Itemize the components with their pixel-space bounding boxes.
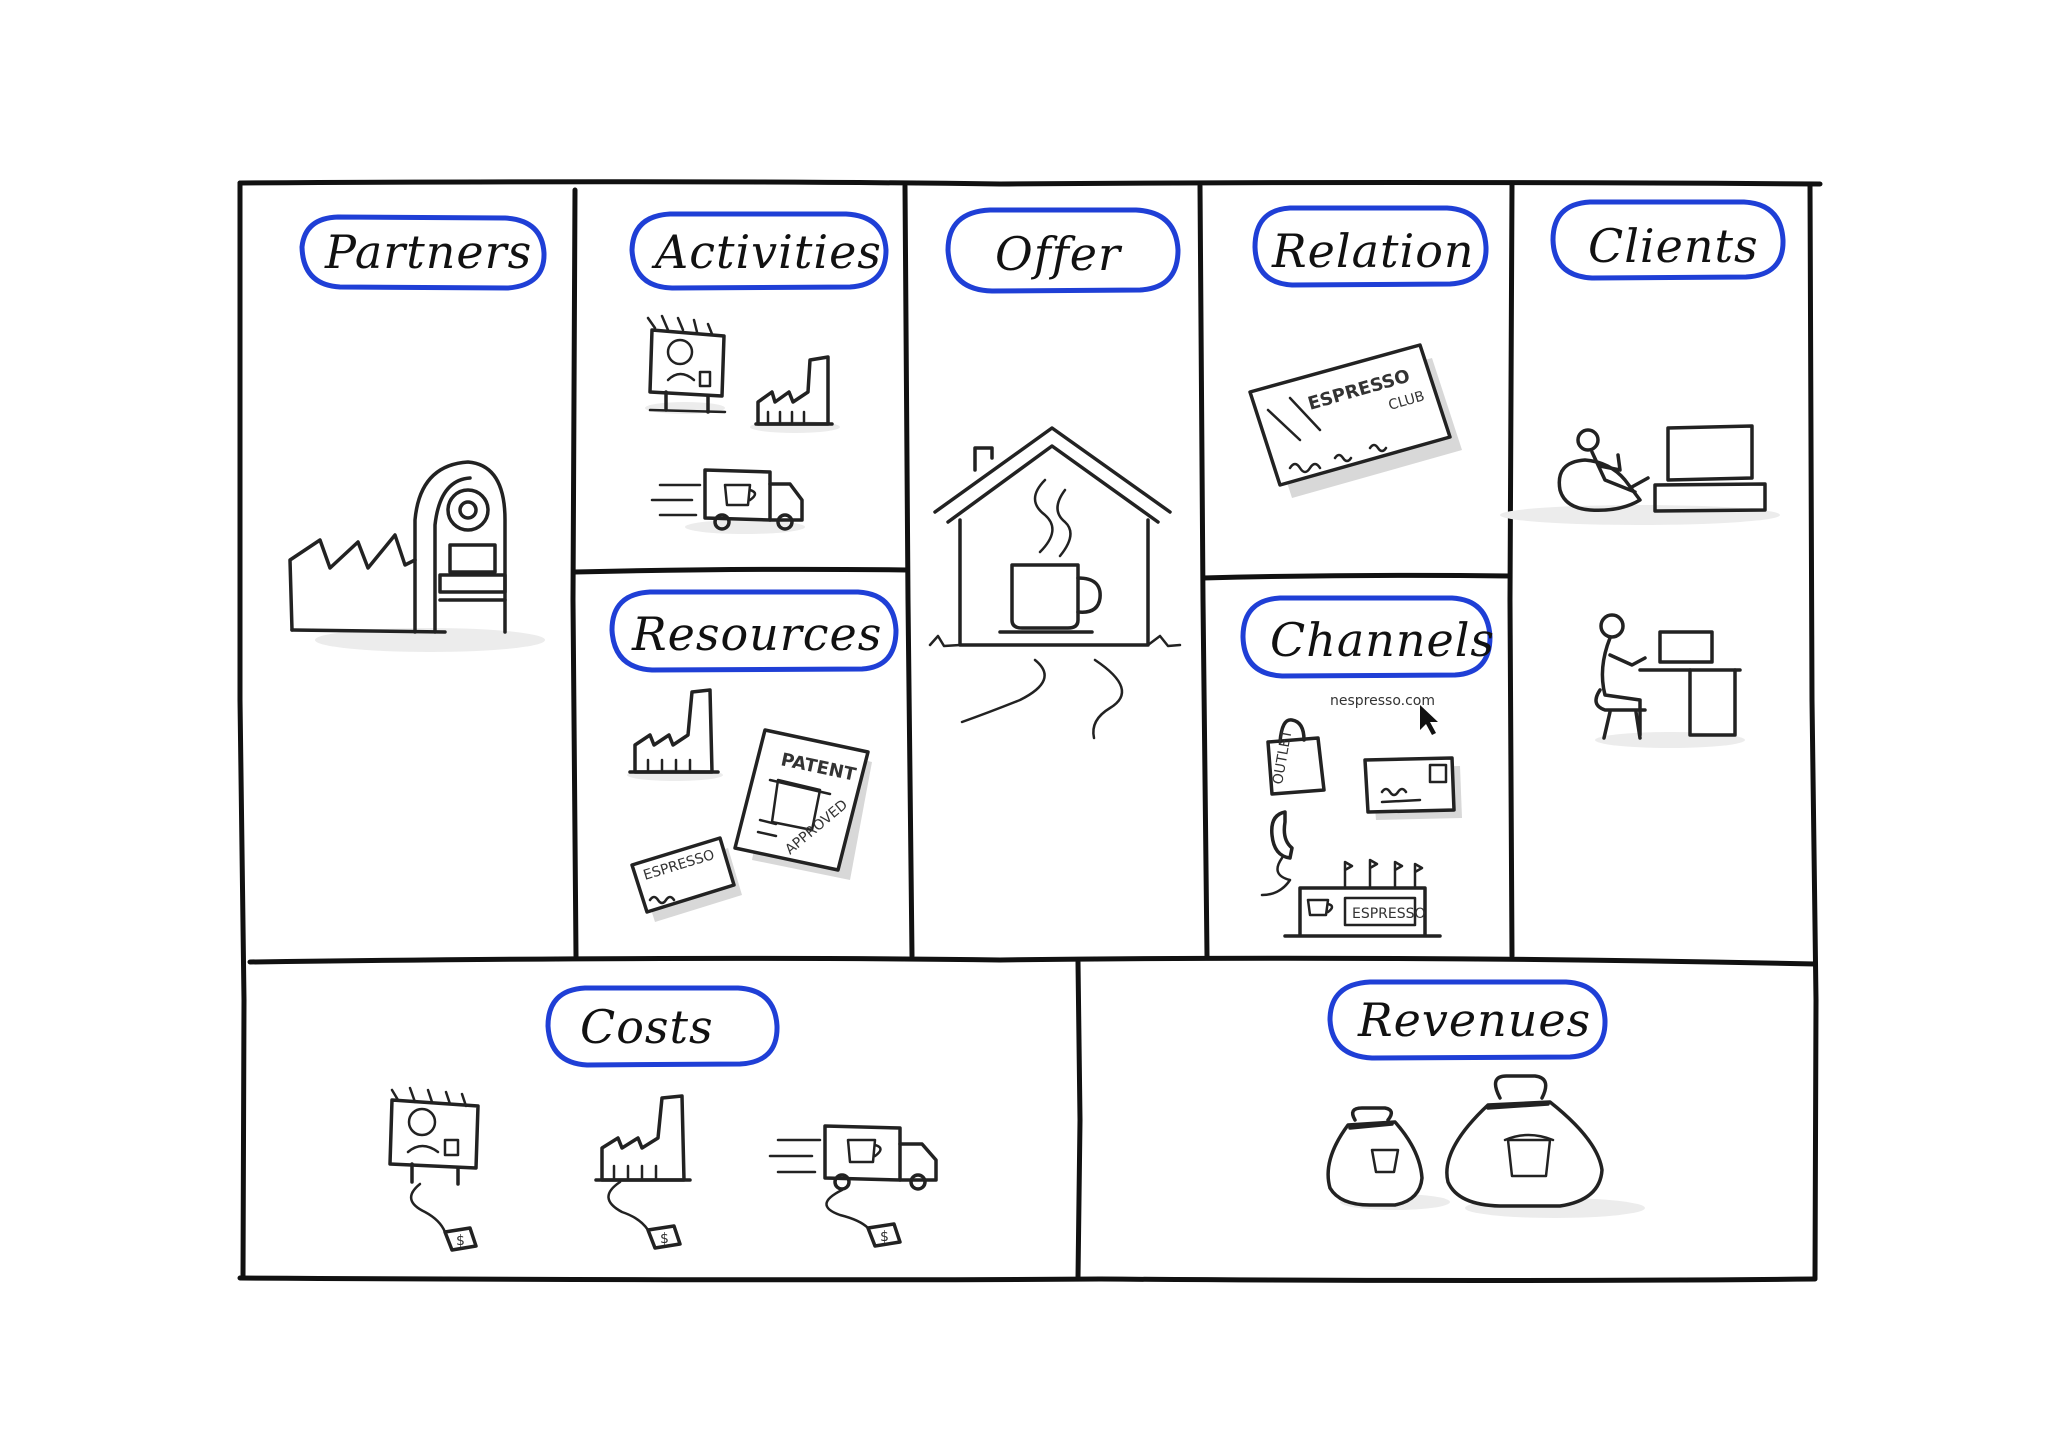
factory-icon	[627, 688, 723, 781]
price-tag-text: $	[880, 1229, 889, 1245]
large-money-bag-icon	[1445, 1074, 1604, 1208]
label-pill	[545, 985, 780, 1068]
mouse-cursor-icon	[1420, 705, 1438, 735]
resources-label: Resources	[631, 607, 882, 661]
block-partners: Partners	[299, 214, 547, 291]
block-activities: Activities	[629, 211, 889, 291]
store-brand-text: ESPRESSO	[1352, 906, 1426, 922]
club-card-icon: ESPRESSO	[630, 836, 742, 922]
canvas-grid	[237, 179, 1823, 1283]
label-pill	[945, 207, 1181, 294]
label-pill	[609, 589, 899, 673]
truck-cost-icon: $	[768, 1124, 938, 1248]
revenues-label: Revenues	[1357, 993, 1591, 1047]
billboard-cost-icon: $	[388, 1086, 480, 1252]
price-tag-text: $	[456, 1233, 465, 1249]
channels-illustrations: nespresso.com OUTLET ESPRESSO	[1260, 693, 1462, 938]
relation-label: Relation	[1271, 224, 1475, 278]
label-pill	[629, 211, 889, 291]
block-relation: Relation	[1252, 205, 1489, 288]
block-revenues: Revenues	[1327, 979, 1608, 1061]
nespresso-club-card-icon: ESPRESSO CLUB	[1248, 343, 1462, 498]
price-tag-icon	[866, 1222, 902, 1248]
costs-label: Costs	[580, 1000, 714, 1054]
nespresso-store-icon: ESPRESSO	[1283, 858, 1442, 938]
small-money-bag-icon	[1326, 1106, 1424, 1207]
block-costs: Costs	[545, 985, 780, 1068]
delivery-truck-icon	[650, 468, 805, 534]
activities-label: Activities	[651, 225, 882, 279]
block-channels: Channels	[1240, 595, 1495, 679]
clients-label: Clients	[1588, 219, 1759, 273]
patent-document-icon: PATENT APPROVED	[733, 728, 872, 880]
block-offer: Offer	[945, 207, 1181, 294]
offer-label: Offer	[995, 227, 1123, 281]
price-tag-icon	[646, 1224, 682, 1250]
shopping-bag-icon: OUTLET	[1266, 718, 1326, 796]
website-text: nespresso.com	[1330, 693, 1435, 709]
factory-cost-icon: $	[594, 1094, 692, 1250]
block-clients: Clients	[1550, 199, 1786, 281]
factory-icon	[750, 355, 840, 433]
price-tag-icon	[443, 1226, 478, 1252]
desk-client-icon	[1594, 613, 1745, 748]
channels-label: Channels	[1270, 613, 1495, 667]
factory-coffee-machine-icon	[288, 460, 545, 652]
relaxing-client-icon	[1500, 424, 1780, 525]
price-tag-text: $	[660, 1231, 669, 1247]
block-resources: Resources	[609, 589, 899, 673]
envelope-icon	[1363, 756, 1462, 820]
label-pill	[1252, 205, 1489, 288]
partners-label: Partners	[324, 225, 532, 279]
billboard-icon	[645, 314, 727, 414]
label-pill	[299, 214, 547, 291]
label-pill	[1240, 595, 1493, 679]
money-bags-icon	[1326, 1074, 1645, 1218]
telephone-icon	[1260, 810, 1294, 897]
label-pill	[1327, 979, 1608, 1061]
house-coffee-icon	[928, 426, 1182, 740]
label-pill	[1550, 199, 1786, 281]
